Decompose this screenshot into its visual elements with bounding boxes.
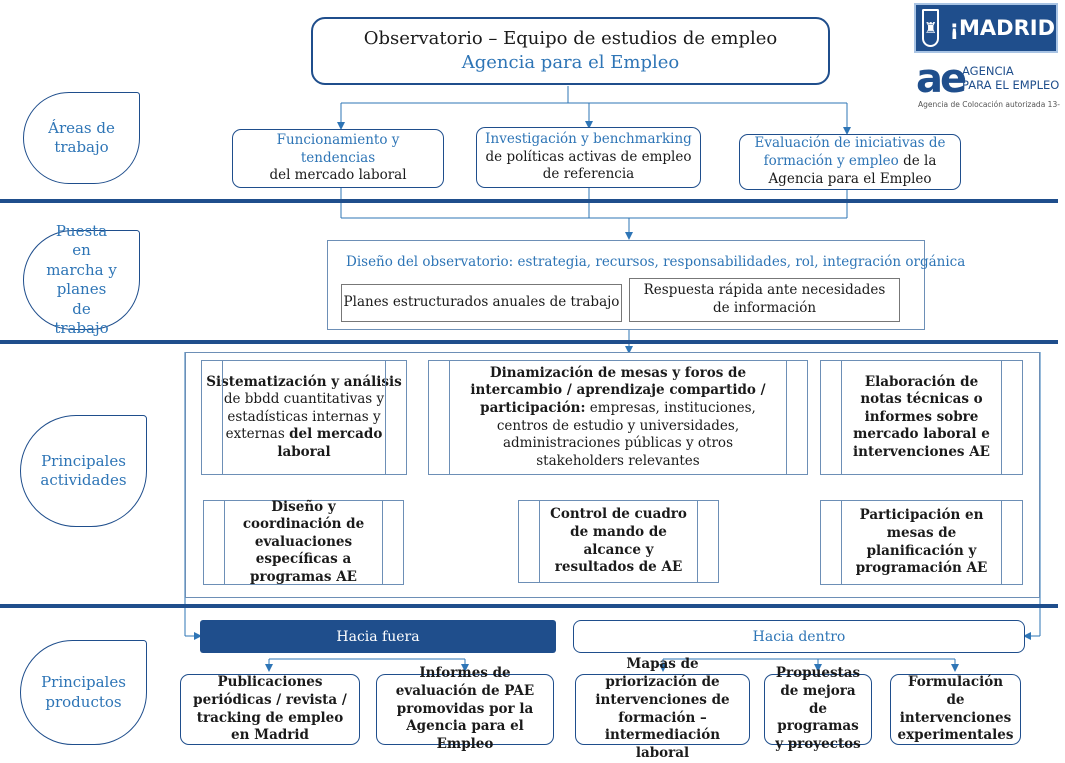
area-box-evaluacion: Evaluación de iniciativas de formación y… [739, 134, 961, 190]
activity-mesas-planificacion: Participación en mesas de planificación … [820, 500, 1023, 585]
ae-mark: ae [916, 56, 967, 102]
agencia-empleo-logo: ae AGENCIA PARA EL EMPLEO Agencia de Col… [914, 55, 1060, 117]
area-box-evaluacion-heading: Evaluación de iniciativas de formación y… [754, 135, 946, 170]
section-divider [0, 340, 1058, 344]
observatory-title: Observatorio – Equipo de estudios de emp… [363, 27, 778, 49]
activity-mesas-planificacion-text: Participación en mesas de planificación … [855, 507, 988, 577]
product-intervenciones-experimentales: Formulación de intervenciones experiment… [890, 674, 1021, 745]
product-informes-evaluacion-text: Informes de evaluación de PAE promovidas… [395, 664, 535, 753]
product-propuestas-mejora-text: Propuestas de mejora de programas y proy… [775, 664, 861, 753]
area-box-benchmarking-detail: de políticas activas de empleo de refere… [485, 148, 692, 183]
hacia-fuera-header: Hacia fuera [200, 620, 556, 653]
ae-logo-line2: PARA EL EMPLEO [962, 78, 1060, 92]
activity-evaluaciones: Diseño y coordinación de evaluaciones es… [203, 498, 404, 585]
activity-notas-tecnicas: Elaboración de notas técnicas o informes… [820, 360, 1023, 475]
respuesta-rapida-box: Respuesta rápida ante necesidades de inf… [629, 278, 900, 322]
hacia-fuera-label: Hacia fuera [336, 628, 420, 645]
hacia-dentro-label: Hacia dentro [752, 628, 846, 645]
section-divider [0, 199, 1058, 203]
activity-dinamizacion-bold: Dinamización de mesas y foros de interca… [470, 364, 766, 416]
madrid-crest-icon: ♜ [922, 9, 940, 47]
activity-notas-tecnicas-text: Elaboración de notas técnicas o informes… [853, 373, 990, 460]
section-divider [0, 604, 1058, 608]
ae-logo-line1: AGENCIA [962, 64, 1014, 78]
planes-anuales-text: Planes estructurados anuales de trabajo [343, 294, 620, 311]
activity-cuadro-mando-text: Control de cuadro de mando de alcance y … [550, 506, 687, 576]
section-label-areas: Áreas de trabajo [23, 92, 140, 184]
product-publicaciones-text: Publicaciones periódicas / revista / tra… [193, 673, 347, 744]
design-observatory-title: Diseño del observatorio: estrategia, rec… [346, 254, 966, 270]
activity-cuadro-mando: Control de cuadro de mando de alcance y … [518, 500, 719, 583]
observatory-title-box: Observatorio – Equipo de estudios de emp… [311, 17, 830, 85]
agency-subtitle: Agencia para el Empleo [461, 52, 680, 73]
product-mapas-priorizacion: Mapas de priorización de intervenciones … [575, 656, 750, 761]
activity-dinamizacion: Dinamización de mesas y foros de interca… [428, 360, 808, 475]
product-intervenciones-experimentales-text: Formulación de intervenciones experiment… [897, 673, 1014, 744]
activity-sistematizacion-bold1: Sistematización y análisis [206, 373, 402, 390]
area-box-mercado-detail: del mercado laboral [269, 167, 407, 184]
area-box-mercado-heading: Funcionamiento y tendencias [276, 131, 400, 166]
respuesta-rapida-text: Respuesta rápida ante necesidades de inf… [643, 282, 886, 316]
hacia-dentro-header: Hacia dentro [573, 620, 1025, 653]
area-box-benchmarking: Investigación y benchmarking de política… [476, 127, 701, 188]
madrid-logo: ♜ ¡MADRID! [914, 3, 1065, 53]
planes-anuales-box: Planes estructurados anuales de trabajo [341, 284, 622, 322]
section-label-productos: Principales productos [20, 640, 147, 745]
ae-logo-text: AGENCIA PARA EL EMPLEO [962, 64, 1059, 92]
product-propuestas-mejora: Propuestas de mejora de programas y proy… [764, 665, 872, 752]
area-box-evaluacion-detail: de la Agencia para el Empleo [768, 153, 937, 187]
section-label-puesta: Puesta en marcha y planes de trabajo [23, 222, 140, 337]
activity-dinamizacion-text: empresas, instituciones, centros de estu… [496, 399, 756, 469]
area-box-mercado: Funcionamiento y tendencias del mercado … [232, 129, 444, 188]
section-label-actividades: Principales actividades [20, 415, 147, 527]
ae-logo-caption: Agencia de Colocación autorizada 13- [918, 100, 1060, 109]
product-publicaciones: Publicaciones periódicas / revista / tra… [180, 674, 360, 745]
activity-sistematizacion-bold2: del mercado laboral [277, 426, 383, 460]
activity-sistematizacion-text: de bbdd cuantitativas y estadísticas int… [223, 391, 385, 443]
madrid-logo-text: ¡MADRID! [949, 16, 1065, 40]
activity-sistematizacion: Sistematización y análisis de bbdd cuant… [201, 360, 407, 475]
product-mapas-priorizacion-text: Mapas de priorización de intervenciones … [595, 655, 730, 762]
area-box-benchmarking-heading: Investigación y benchmarking [485, 130, 692, 147]
activity-evaluaciones-text: Diseño y coordinación de evaluaciones es… [242, 498, 365, 585]
product-informes-evaluacion: Informes de evaluación de PAE promovidas… [376, 665, 554, 752]
